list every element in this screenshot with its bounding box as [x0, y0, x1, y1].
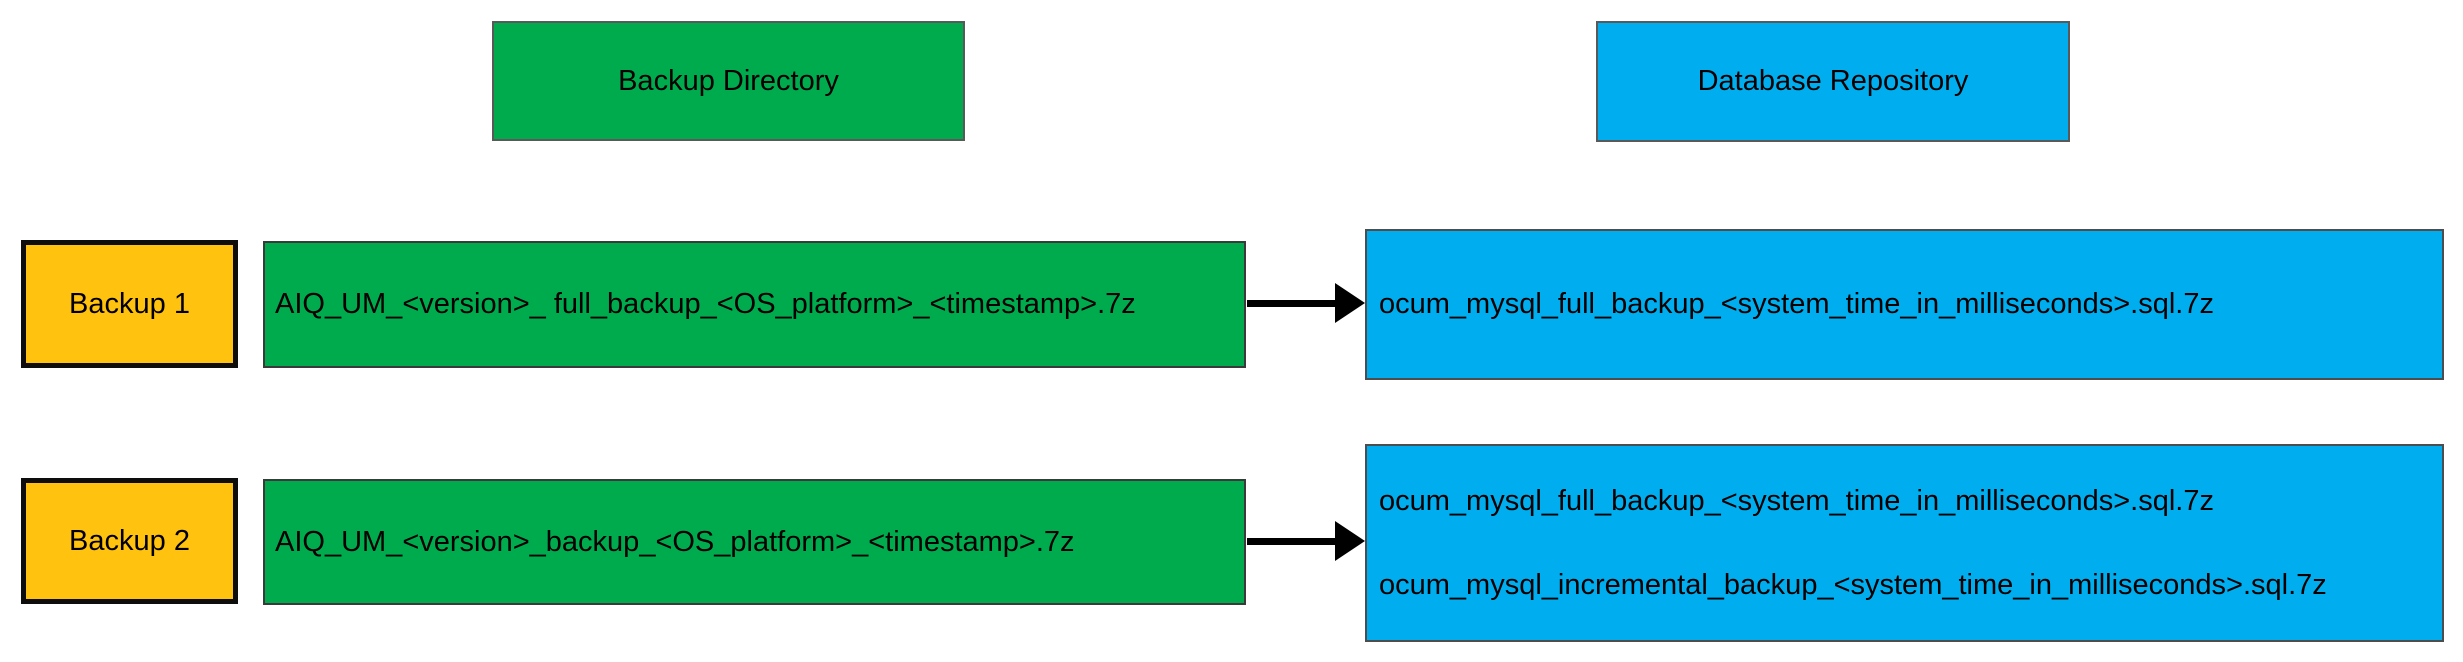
database-repository-header: Database Repository — [1596, 21, 2070, 142]
backup-1-label-box: Backup 1 — [21, 240, 238, 368]
backup-1-repository-box: ocum_mysql_full_backup_<system_time_in_m… — [1365, 229, 2444, 380]
backup-1-archive-box: AIQ_UM_<version>_ full_backup_<OS_platfo… — [263, 241, 1246, 368]
database-repository-header-label: Database Repository — [1697, 65, 1969, 98]
arrow-head — [1335, 283, 1365, 323]
backup-1-label: Backup 1 — [69, 287, 190, 320]
backup-1-repository-filename: ocum_mysql_full_backup_<system_time_in_m… — [1379, 288, 2214, 321]
backup-2-repository-box: ocum_mysql_full_backup_<system_time_in_m… — [1365, 444, 2444, 642]
arrow-shaft — [1247, 300, 1339, 307]
arrow-right-icon — [1247, 521, 1365, 561]
backup-1-archive-filename: AIQ_UM_<version>_ full_backup_<OS_platfo… — [275, 288, 1136, 321]
backup-2-archive-box: AIQ_UM_<version>_backup_<OS_platform>_<t… — [263, 479, 1246, 605]
backup-2-archive-filename: AIQ_UM_<version>_backup_<OS_platform>_<t… — [275, 525, 1075, 558]
arrow-shaft — [1247, 538, 1339, 545]
arrow-head — [1335, 521, 1365, 561]
backup-2-repository-full-filename: ocum_mysql_full_backup_<system_time_in_m… — [1379, 485, 2214, 518]
backup-2-label: Backup 2 — [69, 524, 190, 557]
backup-2-label-box: Backup 2 — [21, 478, 238, 604]
backup-directory-header-label: Backup Directory — [618, 64, 839, 97]
backup-directory-header: Backup Directory — [492, 21, 965, 141]
backup-2-repository-incremental-filename: ocum_mysql_incremental_backup_<system_ti… — [1379, 568, 2327, 601]
arrow-right-icon — [1247, 283, 1365, 323]
